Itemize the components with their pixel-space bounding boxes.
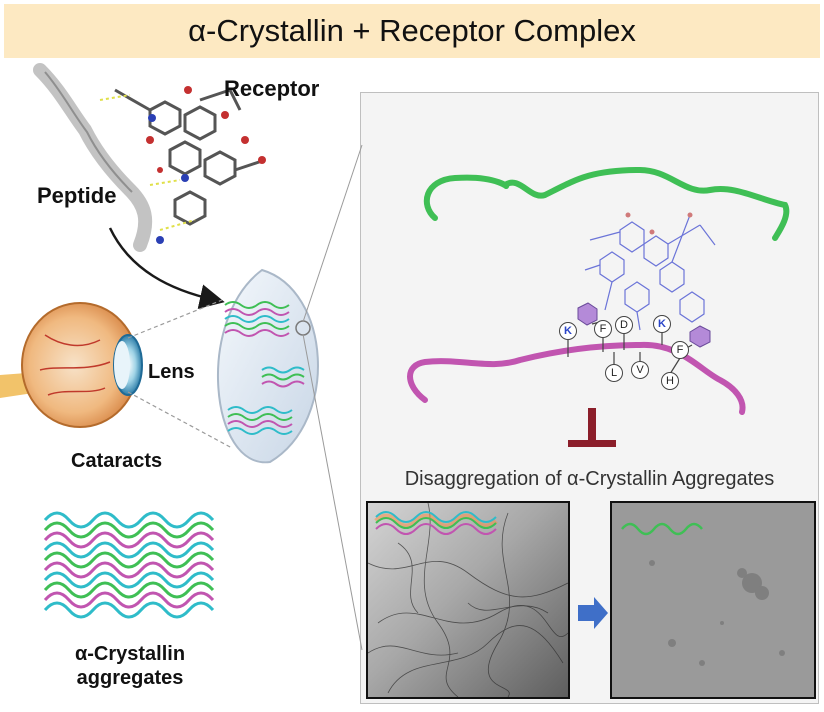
pink-peptide-strand xyxy=(407,341,746,415)
figure-title: α-Crystallin + Receptor Complex xyxy=(188,13,636,48)
peptide-label: Peptide xyxy=(37,183,117,208)
docking-structure xyxy=(33,63,266,252)
aggregates-ribbons xyxy=(43,511,215,619)
inhibition-bar xyxy=(568,440,616,447)
residue-l: L xyxy=(605,364,623,382)
residue-k1: K xyxy=(559,322,577,340)
inhibition-stem xyxy=(588,408,596,440)
lens-label: Lens xyxy=(148,361,195,383)
aggregates-label-line2: aggregates xyxy=(76,667,184,689)
residue-h: H xyxy=(661,372,679,390)
residue-f1: F xyxy=(594,320,612,338)
aggregates-label: α-Crystallin aggregates xyxy=(40,642,220,690)
aggregates-label-line1: α-Crystallin xyxy=(74,643,186,665)
before-after-arrow xyxy=(578,597,608,629)
green-peptide-strand xyxy=(423,166,790,241)
cataracts-label: Cataracts xyxy=(71,450,163,472)
residue-f2: F xyxy=(671,341,689,359)
residue-d: D xyxy=(615,316,633,334)
lens-magnified xyxy=(217,268,319,464)
receptor-label: Receptor xyxy=(224,76,320,101)
docking-to-lens-arrow xyxy=(108,227,225,309)
residue-v: V xyxy=(631,361,649,379)
micrograph-after xyxy=(610,501,816,699)
title-banner: α-Crystallin + Receptor Complex xyxy=(4,4,820,58)
disaggregation-title: Disaggregation of α-Crystallin Aggregate… xyxy=(404,468,775,490)
micrograph-before xyxy=(366,501,570,699)
residue-k2: K xyxy=(653,315,671,333)
eye-illustration xyxy=(0,302,143,428)
phenyl-ring-right xyxy=(689,325,711,348)
receptor-molecule xyxy=(584,214,716,331)
